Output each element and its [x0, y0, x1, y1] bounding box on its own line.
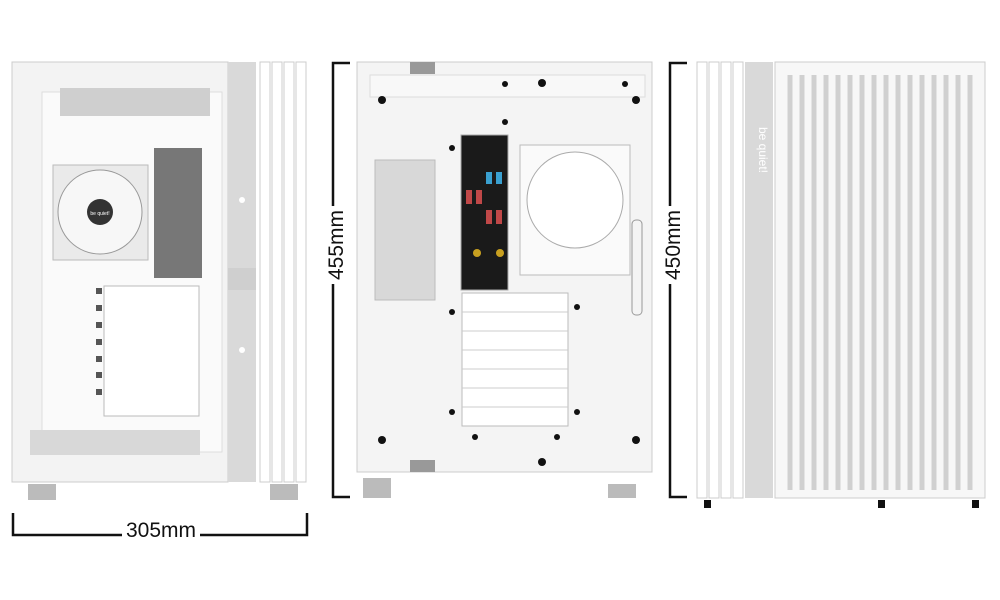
rear-view [356, 61, 653, 498]
pci-slots [461, 292, 569, 427]
front-logo: be quiet! [756, 127, 770, 173]
foot [608, 484, 636, 498]
width-label: 305mm [122, 519, 201, 543]
front-mesh [774, 61, 986, 499]
height-label-rear: 455mm [325, 205, 350, 285]
fan-hub-logo [87, 199, 113, 225]
side-view: be quiet! [11, 61, 307, 500]
foot [28, 484, 56, 500]
foot [363, 478, 391, 498]
foot [270, 484, 298, 500]
height-label-front: 450mm [662, 205, 687, 285]
svg-text:be quiet!: be quiet! [90, 211, 109, 217]
front-view: be quiet! [696, 61, 986, 508]
